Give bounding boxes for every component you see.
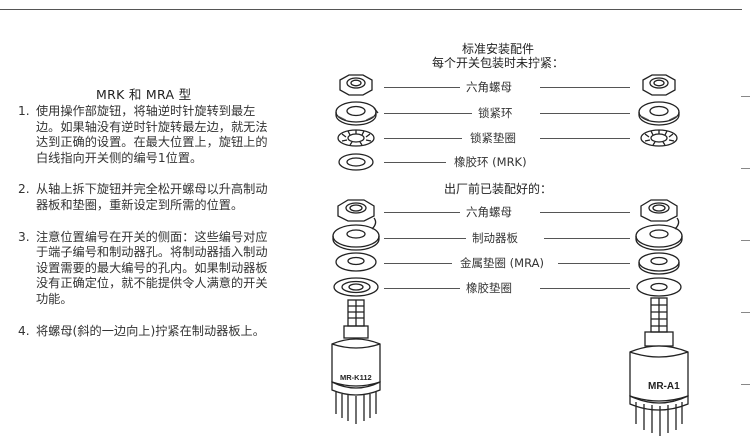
metal-washer-right-icon <box>638 252 680 275</box>
instruction-step-4: 4. 将螺母(斜的一边向上)拧紧在制动器板上。 <box>18 323 265 338</box>
hardware-heading: 标准安装配件 每个开关包装时未拧紧： <box>431 42 564 70</box>
stop-plate-right-icon <box>635 217 683 251</box>
label-hex-nut-assembled: 六角螺母 <box>466 205 512 219</box>
rubber-washer-icon <box>333 277 379 297</box>
switch-left-marking: MR-K112 <box>340 373 372 382</box>
lock-ring-right-icon <box>638 101 680 126</box>
metal-washer-icon <box>335 252 377 272</box>
label-lock-washer: 锁紧垫圈 <box>470 131 516 145</box>
hex-nut-assembled-icon <box>337 199 375 222</box>
instruction-step-3: 3. 注意位置编号在开关的侧面：这些编号对应于端子编号和制动器孔。将制动器插入制… <box>18 229 268 306</box>
instruction-list: 1. 使用操作部旋钮，将轴逆时针旋转到最左边。如果轴没有逆时针旋转最左边，就无法… <box>18 104 268 355</box>
stop-plate-icon <box>332 217 380 251</box>
label-stop-plate: 制动器板 <box>472 231 518 245</box>
rubber-washer-right-icon <box>636 277 682 297</box>
hex-nut-assembled-right-icon <box>640 199 678 222</box>
rotary-switch-left-icon <box>331 299 381 424</box>
lock-ring-icon <box>335 101 379 126</box>
label-lock-ring: 锁紧环 <box>478 106 513 120</box>
label-rubber-washer: 橡胶垫圈 <box>466 281 512 295</box>
instruction-text: 将螺母(斜的一边向上)拧紧在制动器板上。 <box>36 323 265 338</box>
instruction-step-2: 2. 从轴上拆下旋钮并完全松开螺母以升高制动器板和垫圈，重新设定到所需的位置。 <box>18 182 268 212</box>
label-rubber-ring: 橡胶环 (MRK) <box>454 155 527 169</box>
hex-nut-right-icon <box>642 74 676 96</box>
hex-nut-icon <box>339 74 373 96</box>
instruction-step-1: 1. 使用操作部旋钮，将轴逆时针旋转到最左边。如果轴没有逆时针旋转最左边，就无法… <box>18 104 268 165</box>
label-hex-nut: 六角螺母 <box>466 80 512 94</box>
instruction-text: 从轴上拆下旋钮并完全松开螺母以升高制动器板和垫圈，重新设定到所需的位置。 <box>36 182 268 212</box>
section-title: MRK 和 MRA 型 <box>96 87 192 102</box>
rubber-ring-icon <box>338 153 374 171</box>
label-metal-washer: 金属垫圈 (MRA) <box>460 256 544 270</box>
lock-washer-right-icon <box>640 129 678 147</box>
assembled-heading: 出厂前已装配好的： <box>443 182 552 196</box>
instruction-text: 注意位置编号在开关的侧面：这些编号对应于端子编号和制动器孔。将制动器插入制动设置… <box>36 229 268 306</box>
rotary-switch-right-icon <box>629 297 689 436</box>
lock-washer-icon <box>337 129 375 147</box>
instruction-text: 使用操作部旋钮，将轴逆时针旋转到最左边。如果轴没有逆时针旋转最左边，就无法达到正… <box>36 104 268 165</box>
switch-right-marking: MR-A1 <box>648 381 680 392</box>
top-rule <box>0 9 742 10</box>
margin-ticks <box>738 0 750 438</box>
